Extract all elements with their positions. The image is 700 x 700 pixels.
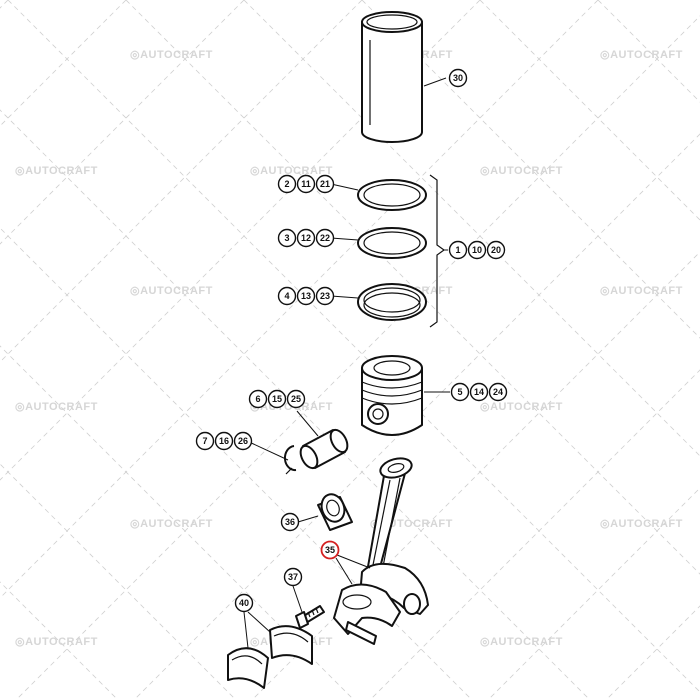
callout-number: 22: [320, 233, 330, 243]
callout-piston-pin-25[interactable]: 25: [286, 389, 306, 409]
callout-number: 21: [320, 179, 330, 189]
piston-pin[interactable]: [297, 427, 351, 471]
callout-number: 37: [288, 572, 298, 582]
callout-number: 3: [284, 233, 289, 243]
callout-number: 13: [301, 291, 311, 301]
watermark-text: ◎AUTOCRAFT: [130, 518, 213, 530]
callout-ring-top-11[interactable]: 11: [296, 174, 316, 194]
rod-bolt[interactable]: [295, 605, 325, 629]
callout-ring-second-22[interactable]: 22: [315, 228, 335, 248]
callout-number: 20: [491, 245, 501, 255]
watermark-text: ◎AUTOCRAFT: [15, 636, 98, 648]
callout-number: 25: [291, 394, 301, 404]
watermark-layer: ◎AUTOCRAFT ◎AUTOCRAFT ◎AUTOCRAFT ◎AUTOCRAFT…: [15, 49, 683, 648]
cylinder-liner[interactable]: [361, 11, 423, 143]
piston-ring-second[interactable]: [357, 227, 427, 259]
callout-number: 4: [284, 291, 289, 301]
callout-number: 40: [239, 598, 249, 608]
callout-number: 15: [272, 394, 282, 404]
watermark-text: ◎AUTOCRAFT: [600, 285, 683, 297]
callout-snap-ring-16[interactable]: 16: [214, 431, 234, 451]
watermark-text: ◎AUTOCRAFT: [600, 518, 683, 530]
callout-piston-5[interactable]: 5: [450, 382, 470, 402]
callout-number: 11: [301, 179, 311, 189]
callout-ring-second-3[interactable]: 3: [277, 228, 297, 248]
piston-ring-top[interactable]: [357, 179, 427, 211]
piston-ring-oil[interactable]: [357, 283, 427, 321]
bearing-shells[interactable]: [227, 625, 313, 689]
callout-ring-oil-4[interactable]: 4: [277, 286, 297, 306]
callout-number: 16: [219, 436, 229, 446]
callout-piston-24[interactable]: 24: [488, 382, 508, 402]
callout-number: 10: [472, 245, 482, 255]
watermark-text: ◎AUTOCRAFT: [480, 165, 563, 177]
callout-number: 1: [455, 245, 460, 255]
callout-liner-30[interactable]: 30: [448, 68, 468, 88]
callout-number: 36: [285, 517, 295, 527]
callout-number: 12: [301, 233, 311, 243]
callout-ring-set-20[interactable]: 20: [486, 240, 506, 260]
callout-rod-bolt-37[interactable]: 37: [283, 567, 303, 587]
callout-ring-top-21[interactable]: 21: [315, 174, 335, 194]
callout-number: 7: [202, 436, 207, 446]
callout-ring-top-2[interactable]: 2: [277, 174, 297, 194]
snap-ring[interactable]: [284, 445, 297, 475]
connecting-rod-cap[interactable]: [333, 583, 401, 645]
callout-bearing-shells-40[interactable]: 40: [234, 593, 254, 613]
callout-layer: 30 2 11 21 3 12 22 4 13 23 1 10 20 5 14 24 6 15 25 7 16 26 36 3…: [195, 68, 508, 613]
callout-number: 6: [255, 394, 260, 404]
leader-lines: [243, 77, 450, 649]
watermark-text: ◎AUTOCRAFT: [130, 49, 213, 61]
callout-number: 14: [474, 387, 484, 397]
callout-number: 26: [238, 436, 248, 446]
callout-number: 30: [453, 73, 463, 83]
callout-connecting-rod-35[interactable]: 35: [320, 540, 340, 560]
callout-snap-ring-7[interactable]: 7: [195, 431, 215, 451]
callout-number: 23: [320, 291, 330, 301]
watermark-text: ◎AUTOCRAFT: [15, 165, 98, 177]
callout-ring-set-1[interactable]: 1: [448, 240, 468, 260]
callout-ring-second-12[interactable]: 12: [296, 228, 316, 248]
watermark-text: ◎AUTOCRAFT: [15, 401, 98, 413]
callout-number: 5: [457, 387, 462, 397]
callout-piston-14[interactable]: 14: [469, 382, 489, 402]
callout-ring-oil-13[interactable]: 13: [296, 286, 316, 306]
callout-piston-pin-6[interactable]: 6: [248, 389, 268, 409]
callout-ring-set-10[interactable]: 10: [467, 240, 487, 260]
watermark-text: ◎AUTOCRAFT: [250, 165, 333, 177]
callout-number: 24: [493, 387, 503, 397]
callout-snap-ring-26[interactable]: 26: [233, 431, 253, 451]
watermark-text: ◎AUTOCRAFT: [480, 401, 563, 413]
watermark-text: ◎AUTOCRAFT: [480, 636, 563, 648]
callout-piston-pin-15[interactable]: 15: [267, 389, 287, 409]
watermark-text: ◎AUTOCRAFT: [600, 49, 683, 61]
watermark-text: ◎AUTOCRAFT: [130, 285, 213, 297]
callout-number: 35: [325, 545, 335, 555]
piston[interactable]: [361, 355, 423, 436]
callout-number: 2: [284, 179, 289, 189]
pin-bushing[interactable]: [317, 491, 353, 531]
callout-pin-bushing-36[interactable]: 36: [280, 512, 300, 532]
connecting-rod[interactable]: [359, 455, 429, 615]
callout-ring-oil-23[interactable]: 23: [315, 286, 335, 306]
